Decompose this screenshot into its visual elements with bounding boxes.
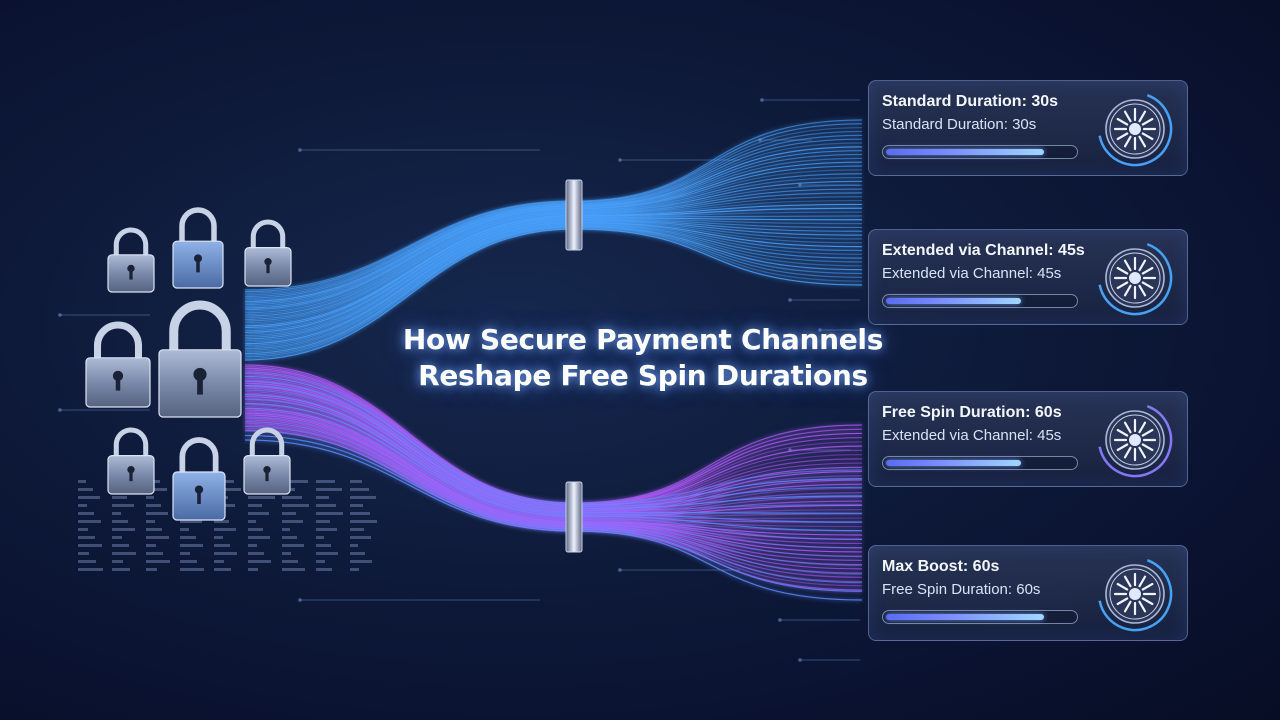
spin-dial-icon (1097, 91, 1173, 167)
progress-fill (886, 149, 1044, 155)
connector-icon (565, 179, 583, 553)
title-line-1: How Secure Payment Channels (402, 323, 884, 356)
spin-dial-icon (1097, 556, 1173, 632)
card-title: Extended via Channel: 45s (882, 242, 1085, 259)
card-subtitle: Extended via Channel: 45s (882, 427, 1062, 444)
progress-fill (886, 614, 1044, 620)
progress-fill (886, 298, 1021, 304)
duration-progress-bar (882, 610, 1078, 624)
card-title: Standard Duration: 30s (882, 93, 1059, 110)
card-subtitle: Standard Duration: 30s (882, 116, 1037, 133)
card-title: Free Spin Duration: 60s (882, 404, 1062, 421)
duration-card-max-boost: Max Boost: 60s Free Spin Duration: 60s (868, 545, 1188, 641)
spin-dial-icon (1097, 240, 1173, 316)
duration-card-free-spin: Free Spin Duration: 60s Extended via Cha… (868, 391, 1188, 487)
duration-card-standard: Standard Duration: 30s Standard Duration… (868, 80, 1188, 176)
card-subtitle: Extended via Channel: 45s (882, 265, 1062, 282)
progress-fill (886, 460, 1021, 466)
card-title: Max Boost: 60s (882, 558, 1000, 575)
duration-card-extended: Extended via Channel: 45s Extended via C… (868, 229, 1188, 325)
title-line-2: Reshape Free Spin Durations (418, 359, 868, 392)
duration-progress-bar (882, 294, 1078, 308)
padlock-icon (85, 207, 292, 521)
spin-dial-icon (1097, 402, 1173, 478)
card-subtitle: Free Spin Duration: 60s (882, 581, 1041, 598)
duration-progress-bar (882, 456, 1078, 470)
duration-progress-bar (882, 145, 1078, 159)
page-title: How Secure Payment Channels Reshape Free… (330, 322, 956, 394)
purple-cable-bundle (244, 364, 863, 601)
